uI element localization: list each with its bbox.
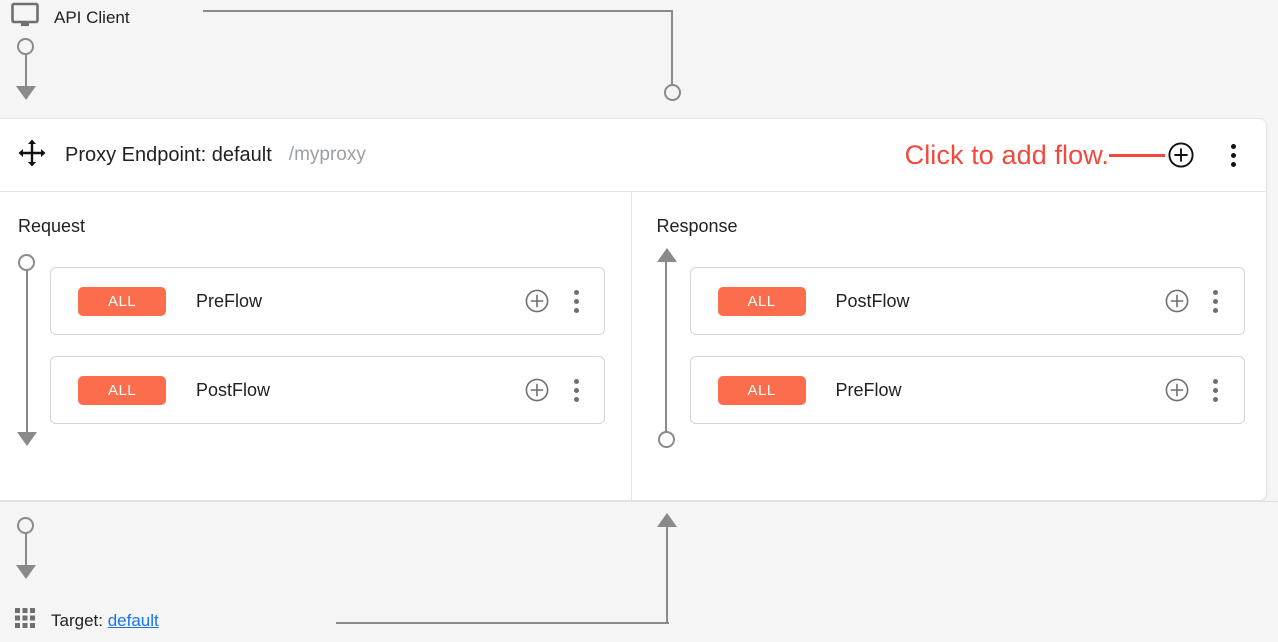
- connector-line-target-return-h: [336, 622, 669, 624]
- add-policy-button[interactable]: [1162, 375, 1192, 405]
- connector-line-return-top-h: [203, 10, 673, 12]
- more-vert-dot: [1213, 387, 1218, 393]
- more-vert-dot: [1230, 152, 1236, 158]
- flow-condition-badge: ALL: [717, 375, 806, 405]
- request-column-title: Request: [18, 216, 86, 236]
- flow-name: PreFlow: [835, 379, 902, 400]
- request-column: Request ALL PreFlow: [0, 192, 631, 501]
- more-vert-dot: [1230, 143, 1236, 149]
- response-column-title: Response: [656, 216, 738, 236]
- apps-grid-icon: [13, 606, 37, 635]
- flow-condition-badge: ALL: [78, 375, 166, 405]
- more-vert-dot: [573, 396, 579, 402]
- api-client-region: API Client: [0, 0, 1278, 118]
- more-vert-dot: [573, 298, 579, 304]
- request-flow-start-circle: [18, 254, 35, 271]
- flow-card[interactable]: ALL PreFlow: [50, 267, 605, 335]
- monitor-icon: [10, 2, 40, 33]
- request-flow-list: ALL PreFlow ALL: [50, 267, 605, 445]
- more-vert-dot: [573, 289, 579, 295]
- connector-line-target-down: [24, 533, 27, 566]
- request-flow-line: [25, 270, 28, 433]
- flow-columns: Request ALL PreFlow: [0, 192, 1266, 501]
- connector-line-return-top-v: [671, 10, 673, 86]
- target-label-text: Target:: [51, 610, 103, 630]
- target-node: Target: default: [13, 606, 159, 635]
- flow-menu-button[interactable]: [562, 375, 590, 405]
- request-flow-arrow: [17, 432, 37, 446]
- more-vert-dot: [573, 387, 579, 393]
- connector-arrow-target-down: [16, 565, 36, 579]
- connector-arrow-client-down: [16, 86, 36, 100]
- proxy-endpoint-header: Proxy Endpoint: default /myproxy Click t…: [0, 119, 1266, 192]
- flow-name: PostFlow: [196, 379, 271, 400]
- annotation-text: Click to add flow.: [904, 139, 1109, 170]
- add-flow-button[interactable]: [1166, 140, 1196, 170]
- move-handle-icon[interactable]: [18, 139, 46, 172]
- proxy-endpoint-menu-button[interactable]: [1216, 138, 1250, 172]
- more-vert-dot: [1213, 396, 1218, 402]
- flow-condition-badge: ALL: [78, 286, 166, 316]
- proxy-endpoint-panel: Proxy Endpoint: default /myproxy Click t…: [0, 118, 1267, 501]
- add-policy-button[interactable]: [522, 286, 552, 316]
- target-endpoint-link[interactable]: default: [107, 610, 159, 630]
- flow-name: PostFlow: [835, 290, 910, 311]
- response-flow-arrow: [656, 248, 677, 262]
- connector-line-client-down: [24, 54, 27, 87]
- page-title: Proxy Endpoint: default: [65, 143, 272, 166]
- more-vert-dot: [1213, 289, 1218, 295]
- connector-start-circle-client: [17, 38, 34, 55]
- header-actions: Click to add flow.: [905, 119, 1266, 191]
- api-client-node: API Client: [10, 2, 130, 33]
- api-client-label: API Client: [54, 7, 130, 27]
- connector-start-circle-target: [17, 517, 34, 534]
- target-region: Target: default: [0, 501, 1278, 642]
- flow-name: PreFlow: [196, 290, 263, 311]
- flow-menu-button[interactable]: [1202, 286, 1230, 316]
- add-policy-button[interactable]: [1162, 286, 1192, 316]
- flow-condition-badge: ALL: [717, 286, 806, 316]
- response-flow-line: [665, 261, 667, 432]
- target-label: Target: default: [51, 611, 159, 631]
- more-vert-dot: [573, 378, 579, 384]
- connector-arrow-target-return: [657, 513, 677, 527]
- more-vert-dot: [1230, 161, 1236, 167]
- response-column: Response ALL PostFlow: [630, 192, 1267, 501]
- more-vert-dot: [1213, 298, 1218, 304]
- proxy-basepath: /myproxy: [288, 144, 366, 165]
- connector-line-target-return-v: [666, 526, 668, 624]
- response-flow-list: ALL PostFlow ALL: [689, 267, 1245, 445]
- more-vert-dot: [573, 307, 579, 313]
- response-flow-end-circle: [657, 431, 675, 448]
- flow-menu-button[interactable]: [562, 286, 590, 316]
- flow-card[interactable]: ALL PreFlow: [689, 356, 1245, 424]
- flow-card[interactable]: ALL PostFlow: [689, 267, 1245, 335]
- add-policy-button[interactable]: [522, 375, 552, 405]
- more-vert-dot: [1213, 378, 1218, 384]
- more-vert-dot: [1213, 307, 1218, 313]
- flow-card[interactable]: ALL PostFlow: [50, 356, 605, 424]
- flow-menu-button[interactable]: [1202, 375, 1230, 405]
- connector-end-circle-return: [664, 84, 681, 101]
- annotation-pointer-line: [1109, 153, 1165, 157]
